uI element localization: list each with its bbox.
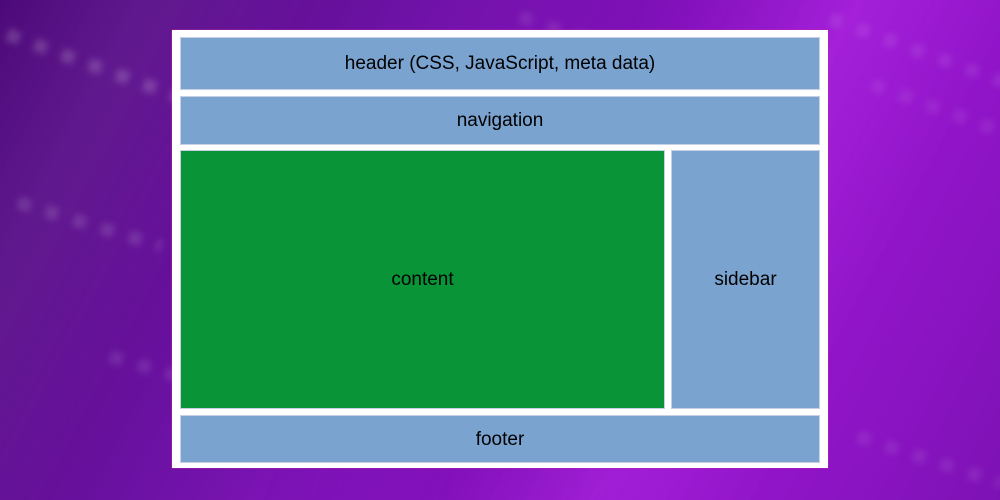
block-header[interactable]: header (CSS, JavaScript, meta data) xyxy=(180,37,820,90)
block-navigation-label: navigation xyxy=(456,110,544,131)
block-sidebar-label: sidebar xyxy=(714,269,777,290)
block-content-label: content xyxy=(391,269,454,290)
block-footer[interactable]: footer xyxy=(180,415,820,463)
block-content[interactable]: content xyxy=(180,150,665,409)
block-navigation[interactable]: navigation xyxy=(180,96,820,145)
main-row: content sidebar xyxy=(180,150,820,409)
wireframe-card: header (CSS, JavaScript, meta data) navi… xyxy=(172,30,828,468)
block-sidebar[interactable]: sidebar xyxy=(671,150,820,409)
block-footer-label: footer xyxy=(475,428,525,450)
block-header-label: header (CSS, JavaScript, meta data) xyxy=(344,53,656,74)
